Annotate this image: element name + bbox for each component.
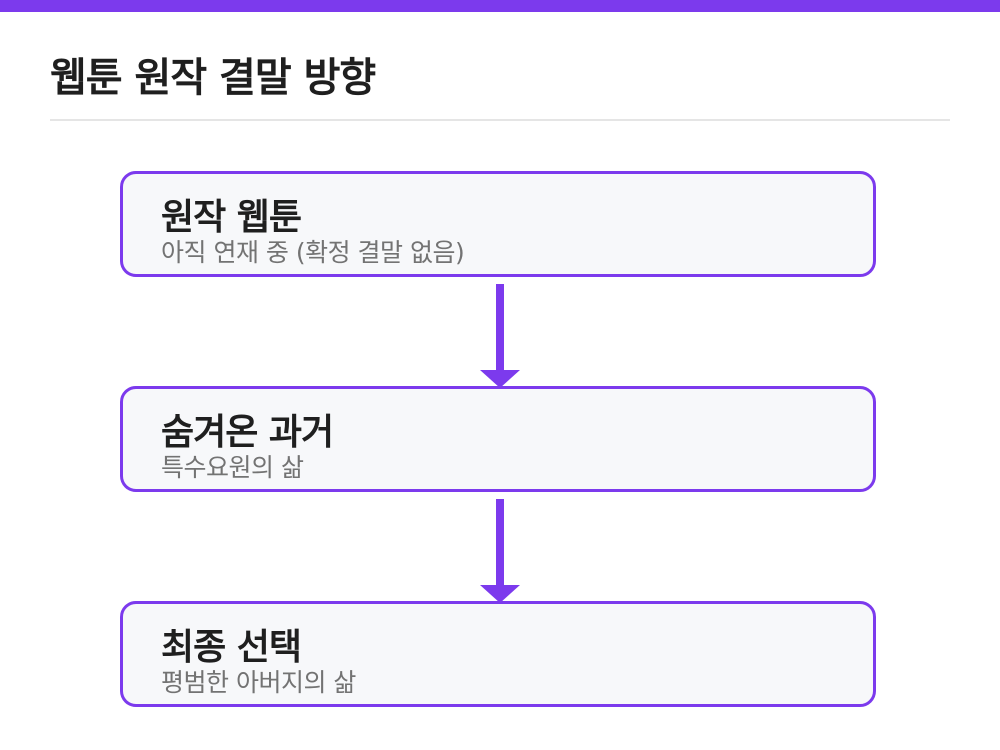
flow-arrow-down-icon (480, 499, 520, 603)
title-divider (50, 119, 950, 121)
step-subtitle: 아직 연재 중 (확정 결말 없음) (161, 238, 465, 267)
flow-step-original-webtoon: 원작 웹툰 아직 연재 중 (확정 결말 없음) (120, 171, 876, 277)
flow-step-hidden-past: 숨겨온 과거 특수요원의 삶 (120, 386, 876, 492)
step-subtitle: 평범한 아버지의 삶 (161, 668, 356, 697)
top-accent-bar (0, 0, 1000, 12)
step-title: 숨겨온 과거 (161, 412, 334, 453)
flow-step-final-choice: 최종 선택 평범한 아버지의 삶 (120, 601, 876, 707)
step-title: 최종 선택 (161, 627, 302, 668)
flow-arrow-down-icon (480, 284, 520, 388)
step-subtitle: 특수요원의 삶 (161, 453, 304, 482)
step-title: 원작 웹툰 (161, 197, 302, 238)
page-title: 웹툰 원작 결말 방향 (50, 55, 376, 101)
